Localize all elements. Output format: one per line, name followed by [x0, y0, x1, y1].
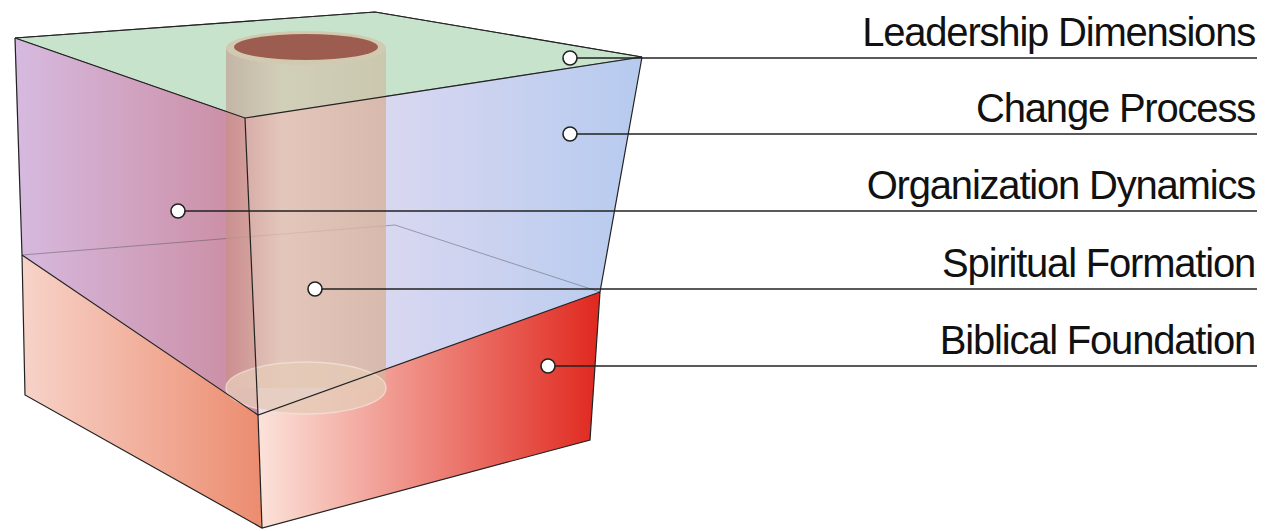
layer-label: Biblical Foundation: [940, 318, 1255, 362]
layer-label: Change Process: [976, 86, 1255, 130]
layer-label: Leadership Dimensions: [862, 10, 1255, 54]
layer-label: Spiritual Formation: [942, 241, 1255, 285]
layer-label: Organization Dynamics: [867, 163, 1255, 207]
